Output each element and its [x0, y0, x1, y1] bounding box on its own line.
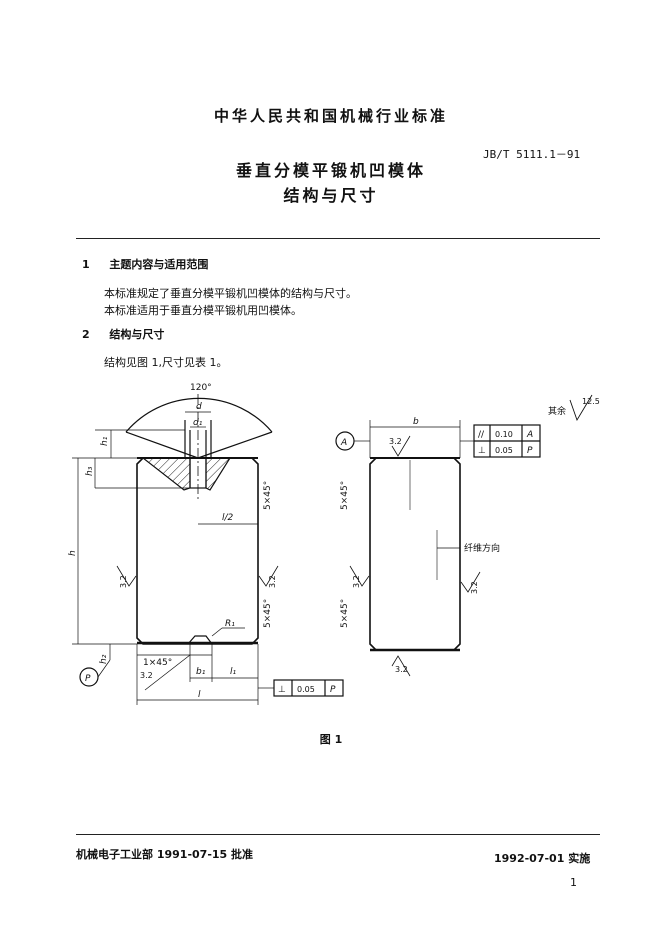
label-l1: l₁	[230, 667, 237, 677]
hatched-section-right	[205, 457, 232, 491]
label-d1: d₁	[193, 418, 203, 428]
tol-2-value: 0.05	[495, 446, 513, 455]
label-rough-e: 3.2	[470, 581, 479, 594]
tol-1-value: 0.10	[495, 430, 513, 439]
section-2-title: 结构与尺寸	[109, 328, 165, 341]
tol-3-symbol: ⊥	[278, 685, 286, 695]
section-1-paragraph-1: 本标准规定了垂直分模平锻机凹模体的结构与尺寸。	[104, 287, 357, 300]
header-rule	[76, 238, 600, 239]
hatched-section-left	[141, 457, 191, 491]
label-l-half: l/2	[222, 513, 234, 523]
document-title-line1: 垂直分模平锻机凹模体	[235, 161, 426, 180]
tol-3-value: 0.05	[297, 685, 315, 694]
label-datum-p: P	[85, 674, 91, 684]
label-fiber-direction: 纤维方向	[464, 542, 500, 554]
label-chamfer-b: 5×45°	[263, 599, 273, 628]
standard-code: JB/T 5111.1－91	[483, 148, 581, 161]
tol-2-datum: P	[527, 446, 533, 456]
tol-2-symbol: ⊥	[478, 446, 486, 456]
label-rough-d: 3.2	[352, 575, 361, 588]
label-rough-other-text: 其余	[548, 405, 566, 417]
label-b: b	[413, 417, 419, 427]
label-h1: h₁	[100, 436, 110, 446]
label-rough-b: 3.2	[119, 575, 128, 588]
label-rough-other: 12.5	[582, 397, 600, 406]
label-r1: R₁	[225, 619, 235, 629]
section-1-heading: 1 主题内容与适用范围	[82, 256, 208, 272]
label-rough-f: 3.2	[395, 665, 408, 674]
label-h2: h₂	[99, 654, 109, 664]
label-d: d	[196, 402, 202, 412]
tol-3-datum: P	[330, 685, 336, 695]
footer-rule	[76, 834, 600, 835]
label-rough-c: 3.2	[268, 575, 277, 588]
label-chamfer-d: 5×45°	[340, 599, 350, 628]
label-angle: 120°	[190, 383, 212, 393]
angle-arc	[125, 397, 273, 433]
section-2-number: 2	[82, 328, 90, 341]
label-l: l	[198, 690, 201, 700]
tol-1-datum: A	[526, 430, 533, 440]
section-2-heading: 2 结构与尺寸	[82, 326, 164, 342]
label-chamfer-a: 5×45°	[263, 481, 273, 510]
figure-caption: 图 1	[319, 733, 343, 746]
label-rough-a: 3.2	[389, 437, 402, 446]
section-1-paragraph-2: 本标准适用于垂直分模平锻机用凹模体。	[104, 304, 302, 317]
tol-1-symbol: //	[478, 430, 485, 440]
page-number: 1	[570, 876, 577, 889]
standard-title: 中华人民共和国机械行业标准	[213, 107, 448, 125]
label-chamfer-1x45: 1×45°	[143, 658, 172, 668]
label-datum-a: A	[340, 438, 347, 448]
section-2-paragraph-1: 结构见图 1,尺寸见表 1。	[104, 356, 228, 369]
document-title-line2: 结构与尺寸	[283, 186, 379, 205]
right-view-body-outline	[369, 457, 461, 651]
label-rough-g: 3.2	[140, 671, 153, 680]
label-b1: b₁	[196, 667, 206, 677]
label-chamfer-c: 5×45°	[340, 481, 350, 510]
label-h3: h₃	[85, 466, 95, 476]
left-view-body-outline	[136, 457, 259, 645]
approval-text: 机械电子工业部 1991-07-15 批准	[76, 848, 254, 861]
label-h: h	[68, 550, 78, 556]
section-1-title: 主题内容与适用范围	[109, 258, 209, 271]
effective-date-text: 1992-07-01 实施	[494, 852, 591, 865]
section-1-number: 1	[82, 258, 90, 271]
